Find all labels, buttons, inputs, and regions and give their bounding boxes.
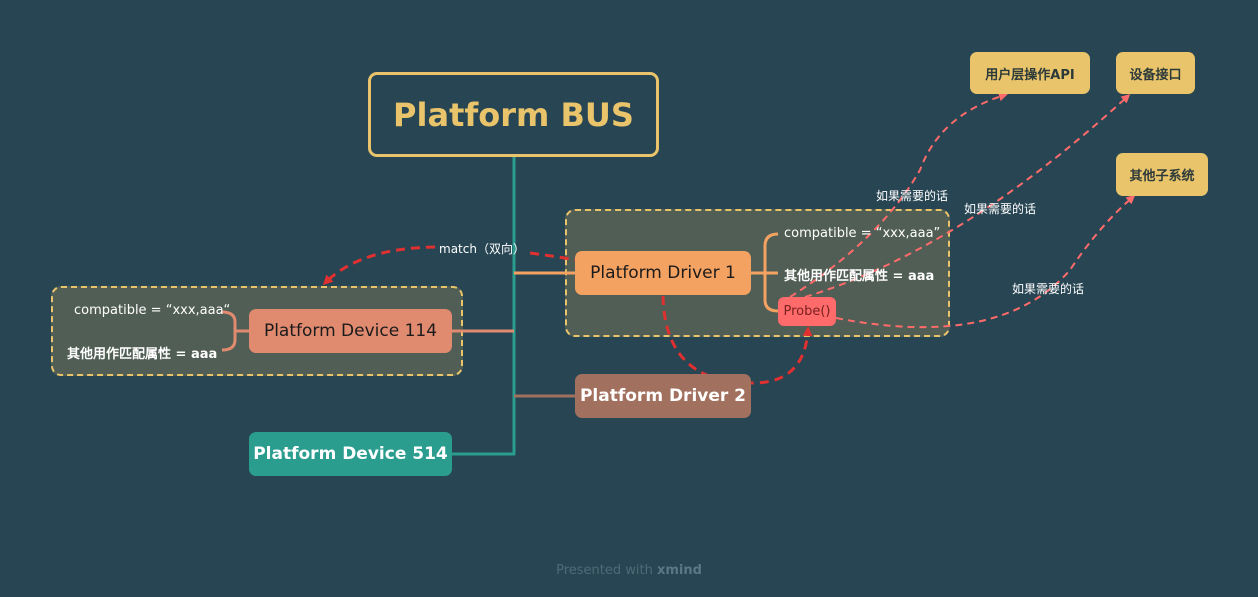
if-needed-label-1[interactable]: 如果需要的话: [876, 189, 949, 203]
driver2-label: Platform Driver 2: [579, 386, 747, 406]
match-arrow-left: [322, 245, 436, 286]
footer-watermark: Presented with xmind: [0, 563, 1258, 578]
if-needed-label-2[interactable]: 如果需要的话: [964, 202, 1037, 216]
footer-prefix: Presented with: [556, 563, 657, 578]
match-relation-label[interactable]: match（双向）: [439, 242, 525, 256]
platform-device-114[interactable]: Platform Device 114: [249, 309, 452, 353]
probe-to-user-api-arrow: [789, 92, 1008, 298]
probe-label: Probe(): [783, 304, 831, 319]
platform-driver-1[interactable]: Platform Driver 1: [575, 251, 751, 295]
root-label: Platform BUS: [393, 95, 634, 134]
device114-label: Platform Device 114: [263, 321, 438, 341]
probe-node[interactable]: Probe(): [778, 297, 836, 326]
user-api-label: 用户层操作API: [985, 67, 1075, 83]
driver1-other-attr[interactable]: 其他用作匹配属性 = aaa: [784, 269, 935, 284]
device114-compatible-attr[interactable]: compatible = “xxx,aaa“: [74, 303, 231, 318]
user-api-node[interactable]: 用户层操作API: [970, 52, 1090, 94]
device-interface-label: 设备接口: [1129, 67, 1182, 83]
device114-attr-bracket: [221, 310, 249, 352]
platform-device-514[interactable]: Platform Device 514: [249, 432, 452, 476]
driver1-attr-bracket: [751, 232, 779, 313]
other-subsystem-label: 其他子系统: [1129, 169, 1195, 184]
xmind-brand: xmind: [656, 563, 702, 578]
probe-to-other-subsystem-arrow: [835, 195, 1136, 329]
driver1-compatible-attr[interactable]: compatible = “xxx,aaa”: [784, 226, 941, 241]
probe-to-device-interface-arrow: [804, 93, 1131, 298]
device-interface-node[interactable]: 设备接口: [1116, 52, 1195, 94]
platform-bus-root[interactable]: Platform BUS: [368, 72, 659, 157]
if-needed-label-3[interactable]: 如果需要的话: [1012, 282, 1085, 296]
device114-other-attr[interactable]: 其他用作匹配属性 = aaa: [67, 347, 218, 362]
platform-driver-2[interactable]: Platform Driver 2: [575, 374, 751, 418]
device514-label: Platform Device 514: [253, 444, 448, 464]
driver1-label: Platform Driver 1: [590, 263, 736, 283]
other-subsystem-node[interactable]: 其他子系统: [1116, 153, 1208, 196]
